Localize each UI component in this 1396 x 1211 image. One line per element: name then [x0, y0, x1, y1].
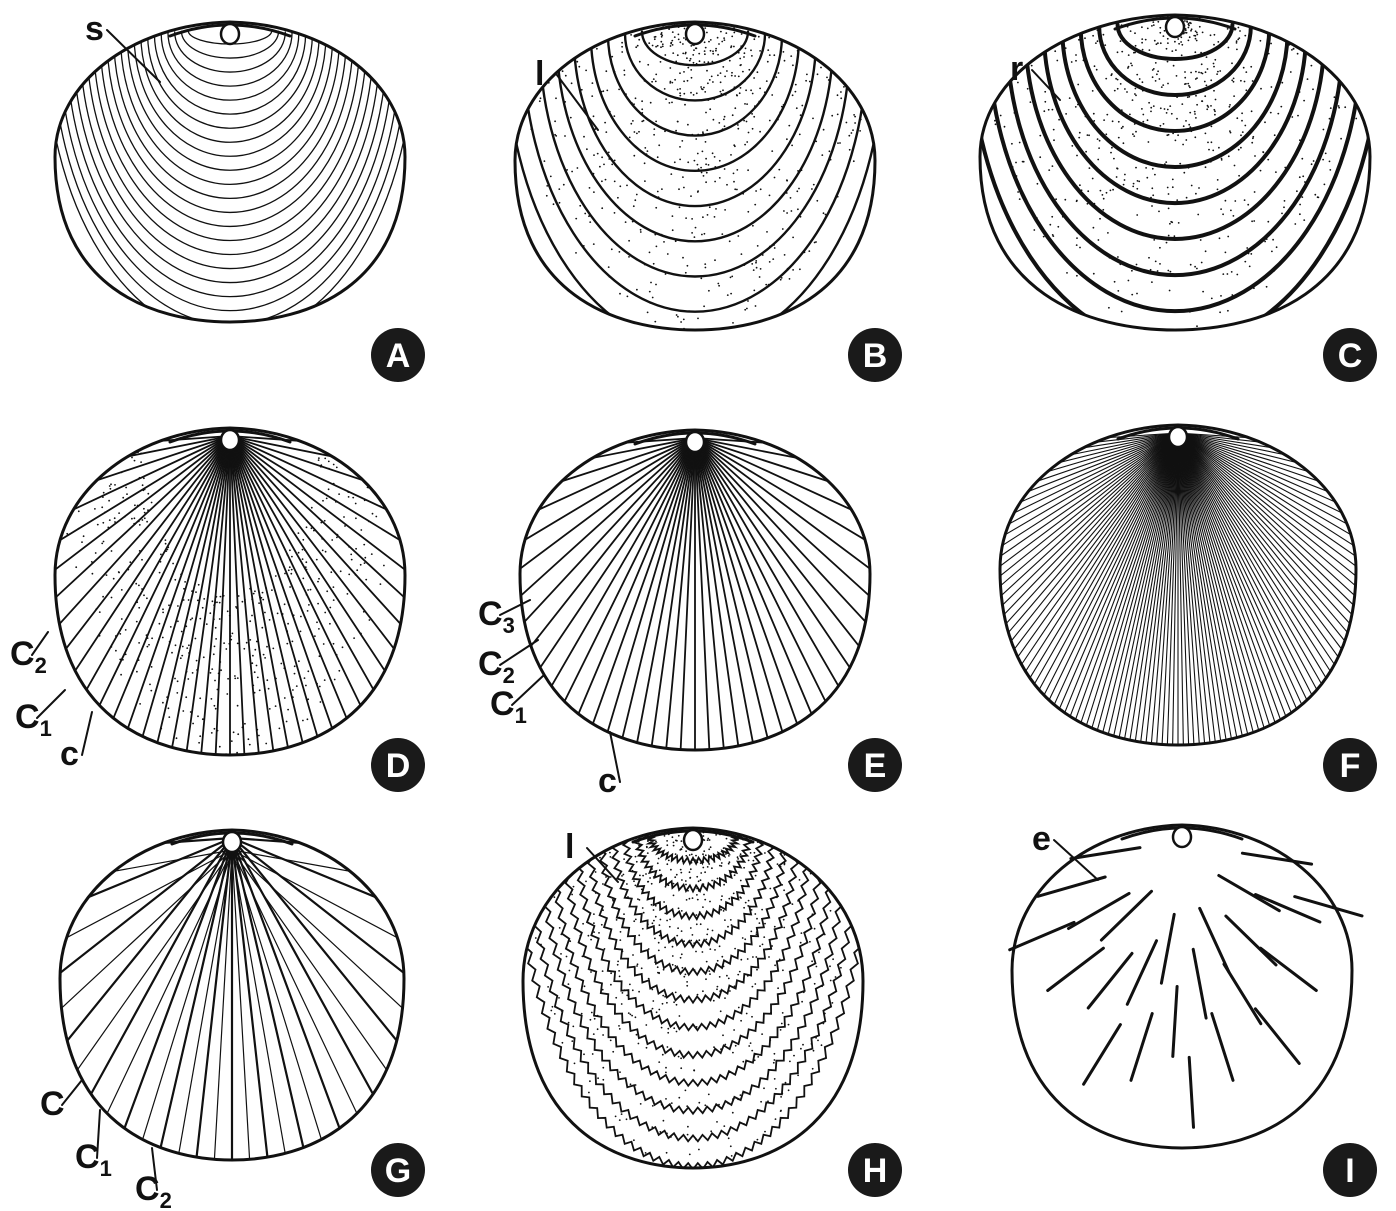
panel-I: Ie [1012, 820, 1377, 1197]
panel-C: Cr [970, 14, 1380, 382]
umbo [686, 24, 704, 44]
umbo [221, 24, 239, 44]
annotation-label: C3 [478, 595, 515, 638]
panel-E: E C3C2C1 c [478, 430, 905, 800]
annotation-label: l [535, 55, 544, 93]
panel-B: Bl [506, 21, 902, 382]
panel-badge-I: I [1345, 1152, 1354, 1190]
panel-badge-A: A [386, 337, 411, 375]
panel-badge-E: E [864, 747, 887, 785]
annotation-label: C2 [478, 645, 515, 688]
annotation-label: C [40, 1085, 65, 1123]
panel-A: As [46, 10, 425, 382]
umbo [1169, 427, 1187, 447]
panel-badge-G: G [385, 1152, 411, 1190]
shell-outline [1012, 825, 1352, 1148]
panel-D: DC2C1c [10, 427, 440, 792]
panel-F: F [965, 425, 1391, 792]
panel-badge-H: H [863, 1152, 888, 1190]
panel-badge-F: F [1340, 747, 1361, 785]
umbo [1173, 827, 1191, 847]
umbo [686, 432, 704, 452]
umbo [221, 430, 239, 450]
annotation-label: r [1010, 50, 1023, 88]
annotation-label: l [565, 828, 574, 866]
annotation-label: C2 [135, 1170, 172, 1211]
annotation-label: e [1032, 820, 1051, 858]
annotation-label: C1 [490, 685, 527, 728]
panel-H: Hl [515, 827, 903, 1197]
panel-G: G C C1C2 [26, 830, 438, 1211]
umbo [684, 830, 702, 850]
annotation-label: C1 [75, 1138, 112, 1181]
umbo [223, 832, 241, 852]
annotation-label: s [85, 10, 104, 48]
annotation-label: C1 [15, 698, 52, 741]
panel-badge-C: C [1338, 337, 1363, 375]
annotation-label: c [598, 762, 617, 800]
annotation-label: c [60, 735, 79, 773]
panel-badge-D: D [386, 747, 411, 785]
panel-badge-B: B [863, 337, 888, 375]
shell-outline [523, 828, 863, 1168]
umbo [1166, 17, 1184, 37]
